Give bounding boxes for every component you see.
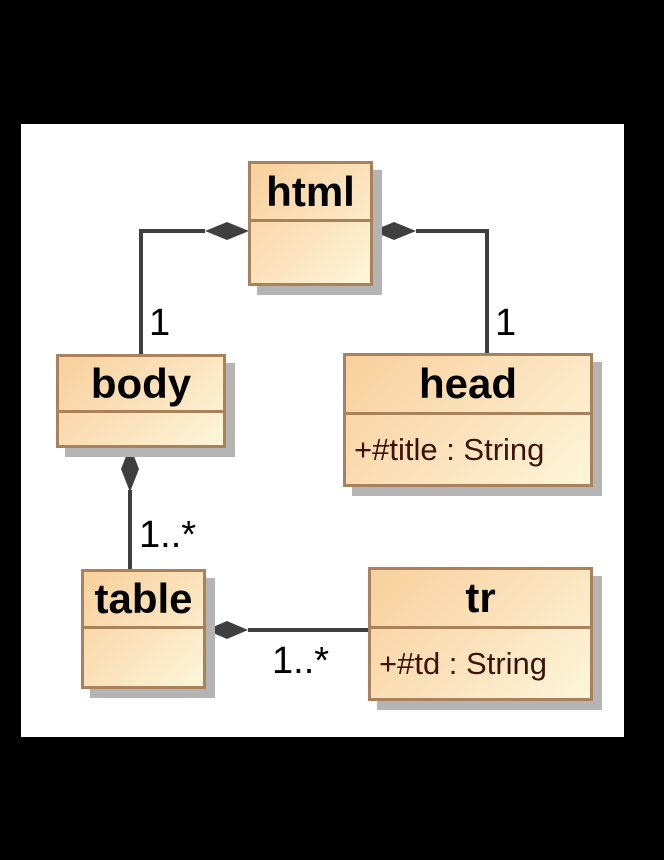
class-attributes-table xyxy=(84,629,203,686)
multiplicity-label-tr: 1..* xyxy=(272,640,330,682)
class-box-table: table xyxy=(81,569,206,689)
class-box-head: head +#title : String xyxy=(343,353,593,487)
class-box-tr: tr +#td : String xyxy=(368,567,593,701)
class-attributes-body xyxy=(59,413,223,445)
class-name-head: head xyxy=(346,356,590,415)
class-attributes-head: +#title : String xyxy=(346,415,590,484)
class-attributes-html xyxy=(251,222,370,283)
class-name-tr: tr xyxy=(371,570,590,629)
multiplicity-label-table: 1..* xyxy=(139,514,197,556)
composition-link-html-head xyxy=(416,229,489,355)
connector-layer xyxy=(121,222,489,639)
class-attributes-tr: +#td : String xyxy=(371,629,590,698)
diagram-canvas: html body head +#title : String table tr… xyxy=(21,124,624,737)
composition-link-html-body xyxy=(139,229,205,356)
multiplicity-label-body: 1 xyxy=(149,302,171,344)
class-box-body: body xyxy=(56,354,226,448)
class-name-table: table xyxy=(84,572,203,629)
composition-diamond-html-body xyxy=(205,222,249,240)
class-name-html: html xyxy=(251,164,370,222)
composition-diamond-body-table xyxy=(121,446,139,492)
attribute-td: +#td : String xyxy=(379,645,548,681)
composition-diamond-html-head xyxy=(372,222,416,240)
composition-diamond-table-tr xyxy=(206,621,248,639)
class-name-body: body xyxy=(59,357,223,413)
attribute-title: +#title : String xyxy=(354,431,545,467)
multiplicity-label-head: 1 xyxy=(495,302,517,344)
class-box-html: html xyxy=(248,161,373,286)
